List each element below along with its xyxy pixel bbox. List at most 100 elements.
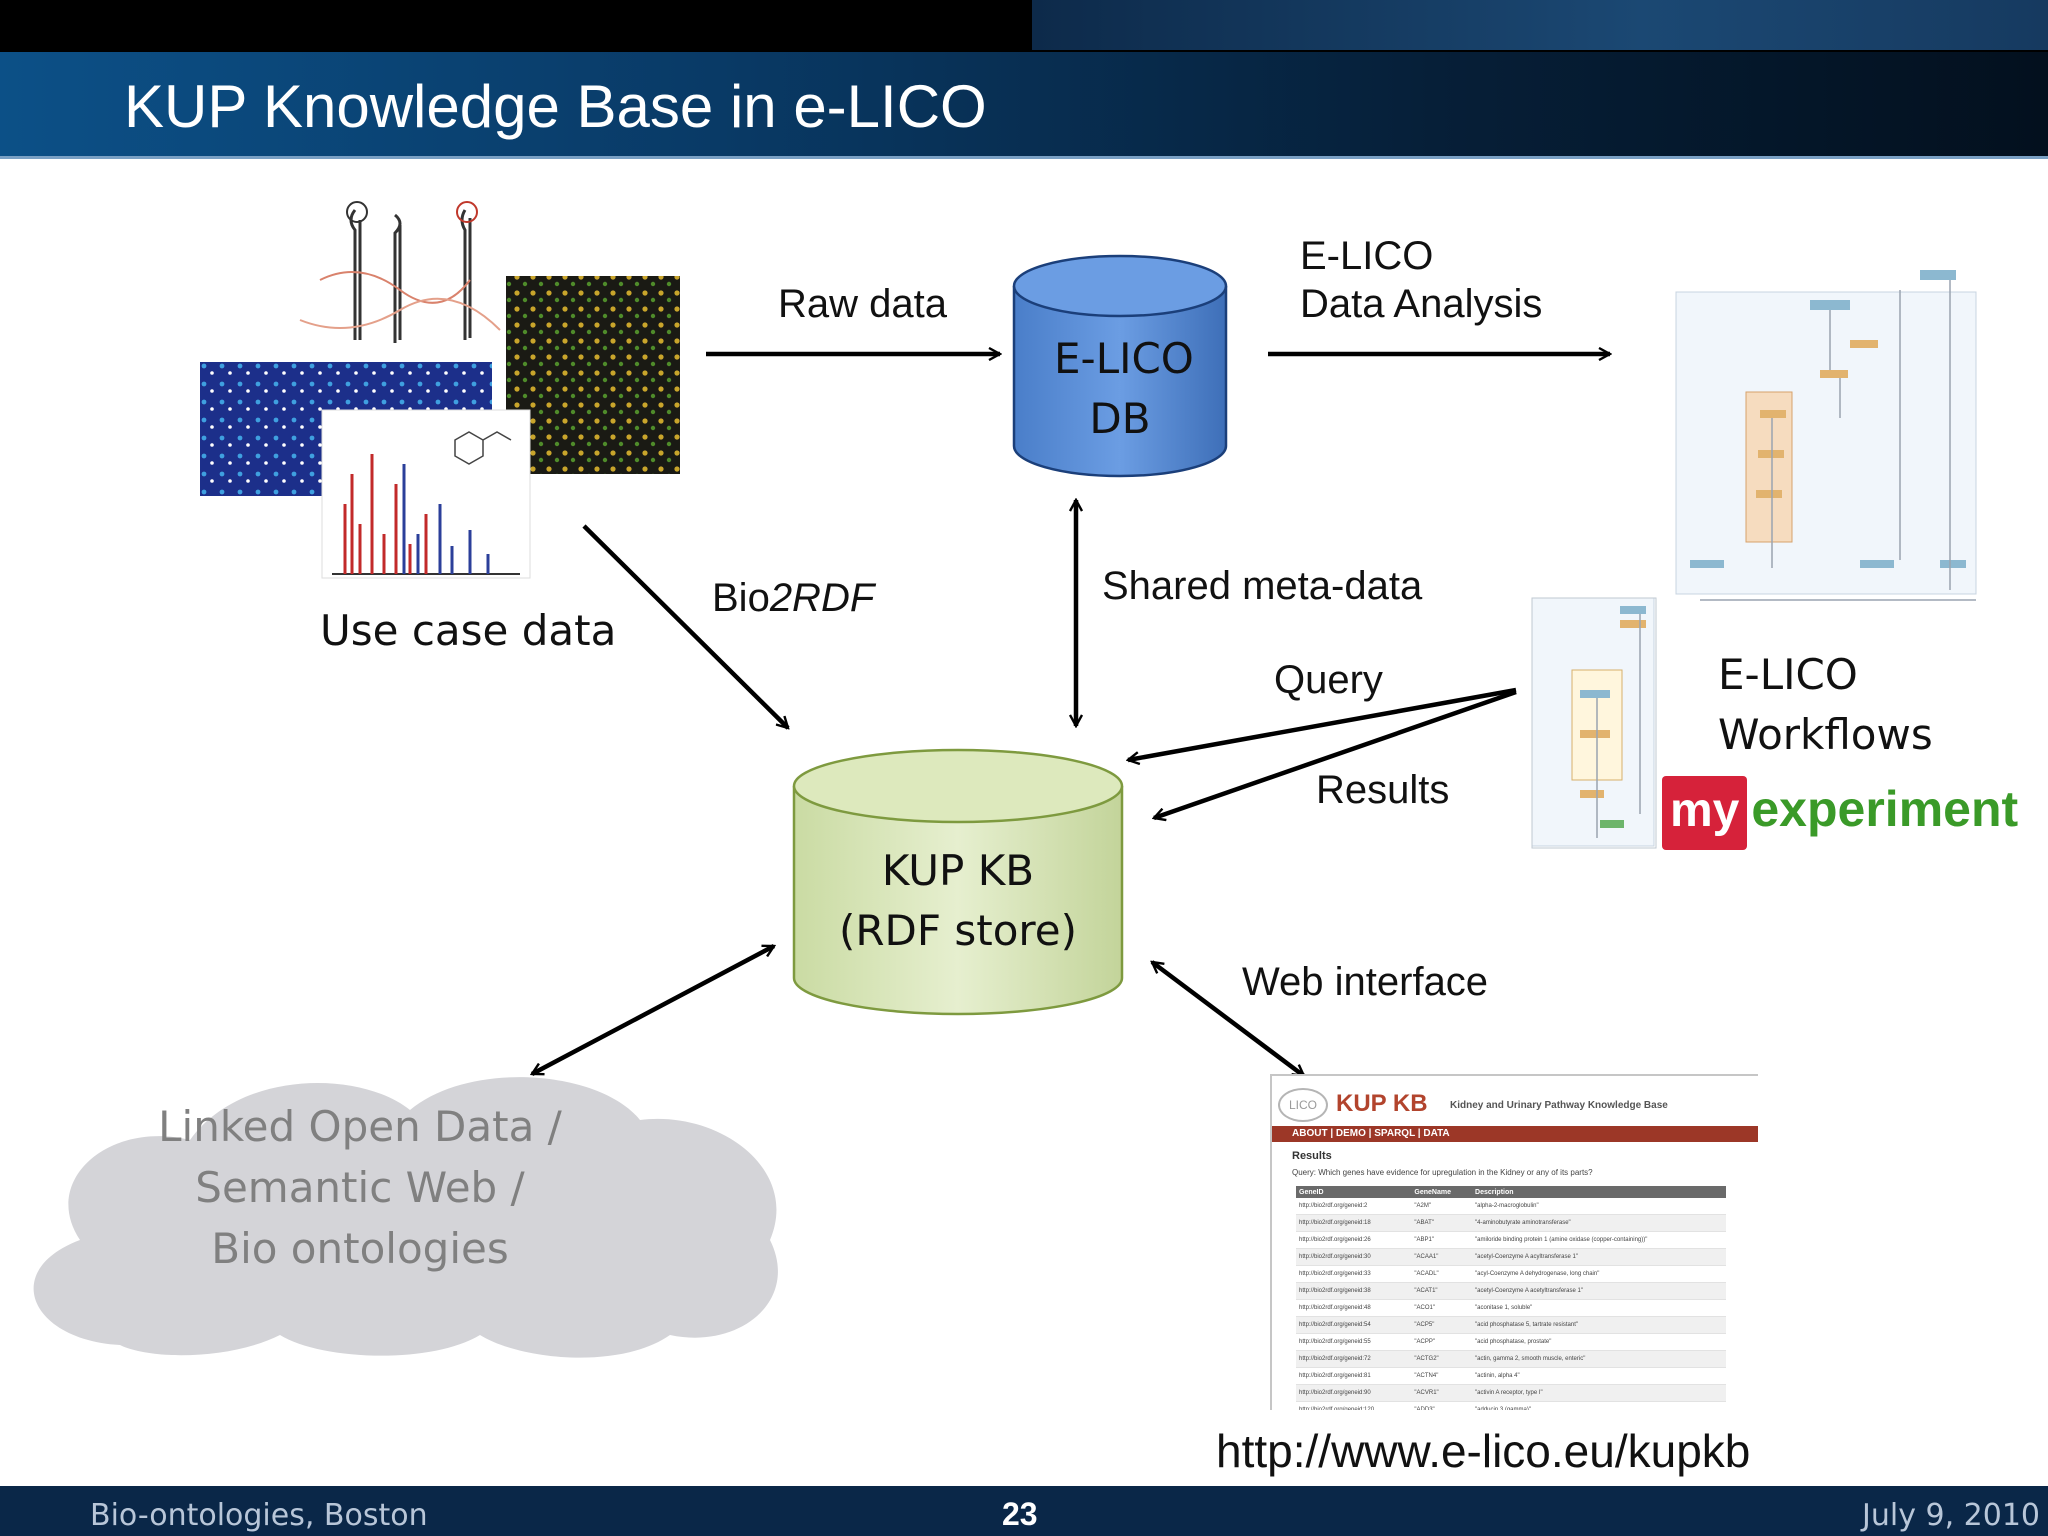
myexperiment-my: my bbox=[1662, 776, 1748, 850]
table-cell: http://bio2rdf.org/geneid:90 bbox=[1296, 1384, 1412, 1402]
table-cell: "ACO1" bbox=[1411, 1299, 1473, 1317]
cloud-line-1: Linked Open Data / bbox=[158, 1102, 562, 1151]
bio2rdf-arrow bbox=[582, 524, 788, 728]
kup-kb-label-1: KUP KB bbox=[881, 846, 1035, 895]
table-cell: "actin, gamma 2, smooth muscle, enteric" bbox=[1472, 1350, 1726, 1368]
kup-kb-label-2: (RDF store) bbox=[838, 906, 1078, 955]
table-row: http://bio2rdf.org/geneid:30"ACAA1""acet… bbox=[1296, 1248, 1726, 1266]
elico-db-cylinder bbox=[1012, 254, 1228, 478]
table-cell: "alpha-2-macroglobulin" bbox=[1472, 1198, 1726, 1215]
table-cell: "activin A receptor, type I" bbox=[1472, 1384, 1726, 1402]
results-heading: Results bbox=[1292, 1150, 1332, 1162]
table-row: http://bio2rdf.org/geneid:18"ABAT""4-ami… bbox=[1296, 1214, 1726, 1232]
top-bar bbox=[0, 0, 2048, 52]
table-row: http://bio2rdf.org/geneid:54"ACP5""acid … bbox=[1296, 1316, 1726, 1334]
table-cell: http://bio2rdf.org/geneid:48 bbox=[1296, 1299, 1412, 1317]
linked-data-cloud bbox=[33, 1077, 778, 1358]
top-bar-accent bbox=[1032, 0, 2048, 50]
workflow-small-frame bbox=[1531, 597, 1657, 849]
workflow-image-small bbox=[1531, 597, 1655, 847]
web-interface-label: Web interface bbox=[1242, 960, 1489, 1004]
page-number: 23 bbox=[1002, 1496, 1038, 1532]
table-row: http://bio2rdf.org/geneid:120"ADD3""addu… bbox=[1296, 1401, 1726, 1410]
table-cell: "acetyl-Coenzyme A acyltransferase 1" bbox=[1472, 1248, 1726, 1266]
table-cell: "A2M" bbox=[1411, 1198, 1473, 1215]
kupkb-site-subtitle: Kidney and Urinary Pathway Knowledge Bas… bbox=[1450, 1100, 1668, 1111]
table-cell: "adducin 3 (gamma)" bbox=[1472, 1401, 1726, 1410]
title-bar bbox=[0, 52, 2048, 159]
shared-metadata-label: Shared meta-data bbox=[1102, 564, 1423, 608]
rna-structure-image bbox=[299, 201, 501, 343]
table-cell: http://bio2rdf.org/geneid:38 bbox=[1296, 1282, 1412, 1300]
table-cell: http://bio2rdf.org/geneid:26 bbox=[1296, 1231, 1412, 1249]
table-cell: "acyl-Coenzyme A dehydrogenase, long cha… bbox=[1472, 1265, 1726, 1283]
table-cell: "aconitase 1, soluble" bbox=[1472, 1299, 1726, 1317]
kupkb-url: http://www.e-lico.eu/kupkb bbox=[1216, 1425, 1751, 1477]
table-cell: "ACAT1" bbox=[1411, 1282, 1473, 1300]
table-cell: http://bio2rdf.org/geneid:18 bbox=[1296, 1214, 1412, 1232]
table-cell: http://bio2rdf.org/geneid:72 bbox=[1296, 1350, 1412, 1368]
footer-left: Bio-ontologies, Boston bbox=[90, 1498, 428, 1533]
web-interface-screenshot: LICO KUP KB Kidney and Urinary Pathway K… bbox=[1270, 1074, 1758, 1410]
table-cell: "acetyl-Coenzyme A acetyltransferase 1" bbox=[1472, 1282, 1726, 1300]
table-cell: http://bio2rdf.org/geneid:55 bbox=[1296, 1333, 1412, 1351]
table-cell: "acid phosphatase 5, tartrate resistant" bbox=[1472, 1316, 1726, 1334]
table-cell: "ACTG2" bbox=[1411, 1350, 1473, 1368]
results-arrow bbox=[1154, 689, 1517, 818]
table-cell: http://bio2rdf.org/geneid:2 bbox=[1296, 1198, 1412, 1215]
results-column-header: GeneName bbox=[1411, 1186, 1473, 1198]
query-arrow bbox=[1128, 687, 1517, 760]
table-row: http://bio2rdf.org/geneid:2"A2M""alpha-2… bbox=[1296, 1198, 1726, 1215]
table-cell: "ACPP" bbox=[1411, 1333, 1473, 1351]
footer-bar bbox=[0, 1486, 2048, 1536]
cloud-line-3: Bio ontologies bbox=[211, 1224, 509, 1273]
table-cell: http://bio2rdf.org/geneid:30 bbox=[1296, 1248, 1412, 1266]
linked-data-arrow bbox=[532, 944, 774, 1076]
lico-logo: LICO bbox=[1278, 1088, 1328, 1122]
slide-title: KUP Knowledge Base in e-LICO bbox=[124, 73, 987, 140]
table-row: http://bio2rdf.org/geneid:26"ABP1""amilo… bbox=[1296, 1231, 1726, 1249]
results-label: Results bbox=[1316, 768, 1450, 812]
table-cell: "4-aminobutyrate aminotransferase" bbox=[1472, 1214, 1726, 1232]
table-row: http://bio2rdf.org/geneid:48"ACO1""aconi… bbox=[1296, 1299, 1726, 1317]
elico-db-label-2: DB bbox=[1089, 394, 1151, 443]
use-case-label: Use case data bbox=[320, 606, 617, 655]
data-analysis-label-2: Data Analysis bbox=[1300, 282, 1543, 326]
table-cell: http://bio2rdf.org/geneid:81 bbox=[1296, 1367, 1412, 1385]
cloud-text: Linked Open Data / Semantic Web / Bio on… bbox=[110, 1096, 610, 1279]
table-cell: "acid phosphatase, prostate" bbox=[1472, 1333, 1726, 1351]
table-row: http://bio2rdf.org/geneid:55"ACPP""acid … bbox=[1296, 1333, 1726, 1351]
table-cell: "ACADL" bbox=[1411, 1265, 1473, 1283]
web-interface-arrow bbox=[1152, 960, 1304, 1078]
table-cell: "ACTN4" bbox=[1411, 1367, 1473, 1385]
bio2rdf-prefix: Bio bbox=[712, 576, 770, 620]
workflows-label-2: Workflows bbox=[1718, 710, 1933, 759]
results-table-body: http://bio2rdf.org/geneid:2"A2M""alpha-2… bbox=[1296, 1198, 1726, 1410]
table-cell: http://bio2rdf.org/geneid:33 bbox=[1296, 1265, 1412, 1283]
footer-date: July 9, 2010 bbox=[1862, 1498, 2040, 1533]
table-row: http://bio2rdf.org/geneid:33"ACADL""acyl… bbox=[1296, 1265, 1726, 1283]
arrows bbox=[532, 354, 1610, 1078]
microarray-image-green bbox=[506, 276, 680, 474]
workflows-label-1: E-LICO bbox=[1718, 650, 1858, 699]
bio2rdf-label: Bio2RDF bbox=[712, 576, 874, 621]
elico-db-label-1: E-LICO bbox=[1054, 334, 1194, 383]
table-cell: "amiloride binding protein 1 (amine oxid… bbox=[1472, 1231, 1726, 1249]
myexperiment-experiment: experiment bbox=[1751, 781, 2019, 837]
spectrum-image bbox=[321, 409, 531, 579]
table-row: http://bio2rdf.org/geneid:81"ACTN4""acti… bbox=[1296, 1367, 1726, 1385]
use-case-images bbox=[200, 201, 680, 579]
table-cell: http://bio2rdf.org/geneid:54 bbox=[1296, 1316, 1412, 1334]
workflow-image-large bbox=[1675, 270, 1977, 601]
query-text: Query: Which genes have evidence for upr… bbox=[1292, 1168, 1593, 1177]
results-column-header: Description bbox=[1472, 1186, 1726, 1198]
kupkb-site-nav: ABOUT | DEMO | SPARQL | DATA bbox=[1272, 1126, 1758, 1142]
table-cell: "ABAT" bbox=[1411, 1214, 1473, 1232]
table-cell: "ACP5" bbox=[1411, 1316, 1473, 1334]
table-cell: "ADD3" bbox=[1411, 1401, 1473, 1410]
bio2rdf-italic: 2RDF bbox=[769, 576, 875, 620]
